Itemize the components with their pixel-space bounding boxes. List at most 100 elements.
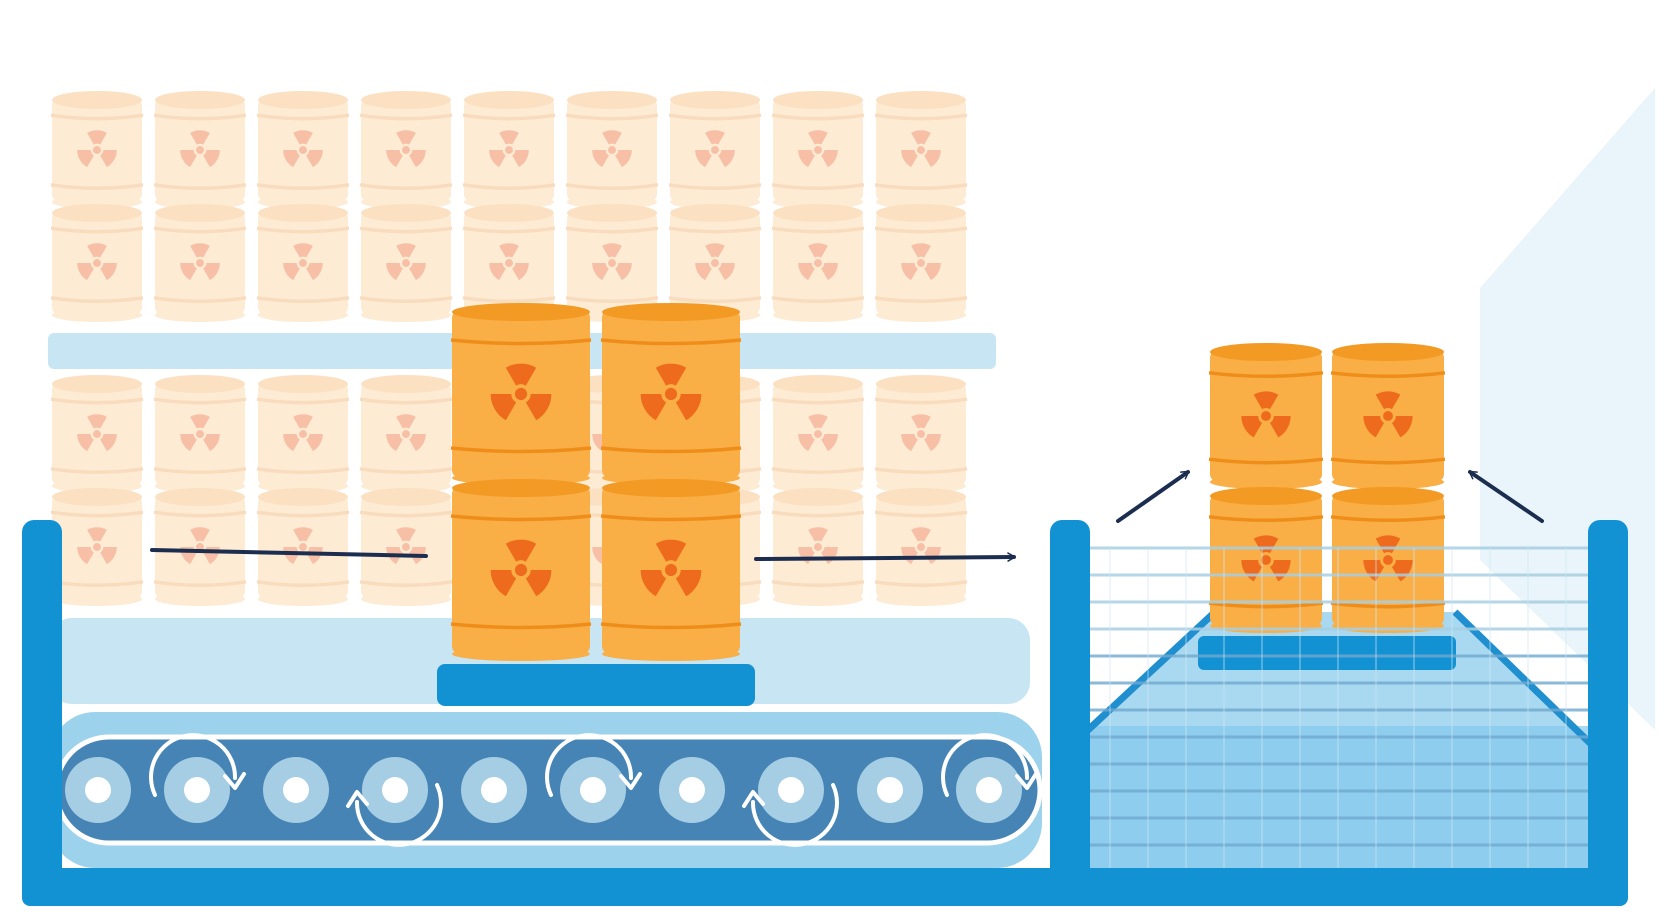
- roller: [164, 757, 230, 823]
- radiation-symbol-icon: [283, 243, 323, 281]
- barrel: [771, 375, 865, 493]
- frame-left-post: [22, 520, 62, 905]
- radiation-symbol-icon: [798, 527, 838, 565]
- roller: [560, 757, 626, 823]
- roller: [263, 757, 329, 823]
- barrel: [600, 479, 742, 661]
- radiation-symbol-icon: [77, 527, 117, 565]
- pallet-barrel-stack: [450, 303, 742, 661]
- radiation-symbol-icon: [386, 243, 426, 281]
- barrel: [256, 204, 350, 322]
- barrel: [450, 303, 592, 485]
- arrow-icon: [754, 552, 1016, 562]
- barrel: [256, 488, 350, 606]
- barrel: [359, 204, 453, 322]
- barrel: [462, 91, 556, 209]
- radiation-symbol-icon: [640, 363, 702, 421]
- radiation-symbol-icon: [490, 363, 552, 421]
- barrel: [153, 488, 247, 606]
- barrel: [874, 488, 968, 606]
- conveyor-platform: [50, 618, 1030, 704]
- radiation-symbol-icon: [798, 243, 838, 281]
- barrel: [359, 375, 453, 493]
- barrel: [1208, 487, 1324, 633]
- barrel: [600, 303, 742, 485]
- radiation-symbol-icon: [489, 130, 529, 168]
- rotation-arrow-icon: [149, 733, 238, 797]
- rotation-arrow-icon: [750, 783, 839, 847]
- machine-frame: [22, 520, 1628, 906]
- radiation-symbol-icon: [386, 414, 426, 452]
- arrow-icon: [150, 548, 428, 558]
- rotation-arrow-head: [223, 772, 246, 790]
- radiation-symbol-icon: [180, 243, 220, 281]
- barrel: [256, 375, 350, 493]
- radiation-symbol-icon: [283, 130, 323, 168]
- radiation-symbol-icon: [489, 243, 529, 281]
- radiation-symbol-icon: [901, 130, 941, 168]
- rotation-arrow-icon: [354, 783, 443, 847]
- roller: [362, 757, 428, 823]
- barrel: [50, 91, 144, 209]
- water-vertical-lines: [1109, 548, 1567, 868]
- radiation-symbol-icon: [77, 414, 117, 452]
- arrow-icon: [1116, 470, 1190, 523]
- radiation-symbol-icon: [77, 130, 117, 168]
- frame-middle-post: [1050, 520, 1090, 905]
- barrel: [1330, 343, 1446, 489]
- water-surface-lines: [1090, 546, 1588, 847]
- barrel: [771, 91, 865, 209]
- radiation-symbol-icon: [695, 243, 735, 281]
- arrow-icon: [1468, 470, 1544, 523]
- radiation-symbol-icon: [283, 414, 323, 452]
- barrel: [565, 91, 659, 209]
- radiation-symbol-icon: [901, 414, 941, 452]
- barrel: [256, 91, 350, 209]
- pallet: [437, 664, 755, 706]
- radiation-symbol-icon: [77, 243, 117, 281]
- barrel: [668, 91, 762, 209]
- motion-arrows: [150, 470, 1544, 562]
- rotation-arrow-head: [619, 772, 642, 790]
- radiation-symbol-icon: [180, 130, 220, 168]
- radiation-symbol-icon: [901, 243, 941, 281]
- radiation-symbol-icon: [490, 539, 552, 597]
- radiation-symbol-icon: [592, 243, 632, 281]
- barrel: [50, 204, 144, 322]
- radiation-symbol-icon: [180, 414, 220, 452]
- barrel: [874, 375, 968, 493]
- roller: [857, 757, 923, 823]
- barrel: [771, 488, 865, 606]
- barrel: [874, 204, 968, 322]
- storage-row-top: [50, 91, 968, 322]
- radiation-symbol-icon: [798, 414, 838, 452]
- rotation-arrow-head: [346, 790, 369, 808]
- radiation-symbol-icon: [1363, 391, 1413, 438]
- glass-panel-background: [1480, 88, 1655, 730]
- roller: [461, 757, 527, 823]
- pool-pallet: [1198, 636, 1456, 670]
- radiation-symbol-icon: [798, 130, 838, 168]
- rotation-arrow-head: [742, 790, 765, 808]
- barrel: [50, 488, 144, 606]
- barrel: [359, 91, 453, 209]
- frame-base: [22, 868, 1628, 906]
- barrel: [153, 375, 247, 493]
- barrel: [874, 91, 968, 209]
- rotation-arrow-head: [1015, 772, 1038, 790]
- roller: [65, 757, 131, 823]
- cooling-pool: [1085, 343, 1595, 876]
- rotation-arrow-icon: [941, 733, 1030, 797]
- radiation-symbol-icon: [386, 130, 426, 168]
- rotation-arrow-icon: [545, 733, 634, 797]
- radiation-symbol-icon: [592, 130, 632, 168]
- radiation-symbol-icon: [640, 539, 702, 597]
- barrel: [50, 375, 144, 493]
- roller: [659, 757, 725, 823]
- pool-water: [1088, 726, 1588, 876]
- barrel: [359, 488, 453, 606]
- roller: [956, 757, 1022, 823]
- radiation-symbol-icon: [695, 130, 735, 168]
- roller-rotation-arrows: [149, 733, 1038, 847]
